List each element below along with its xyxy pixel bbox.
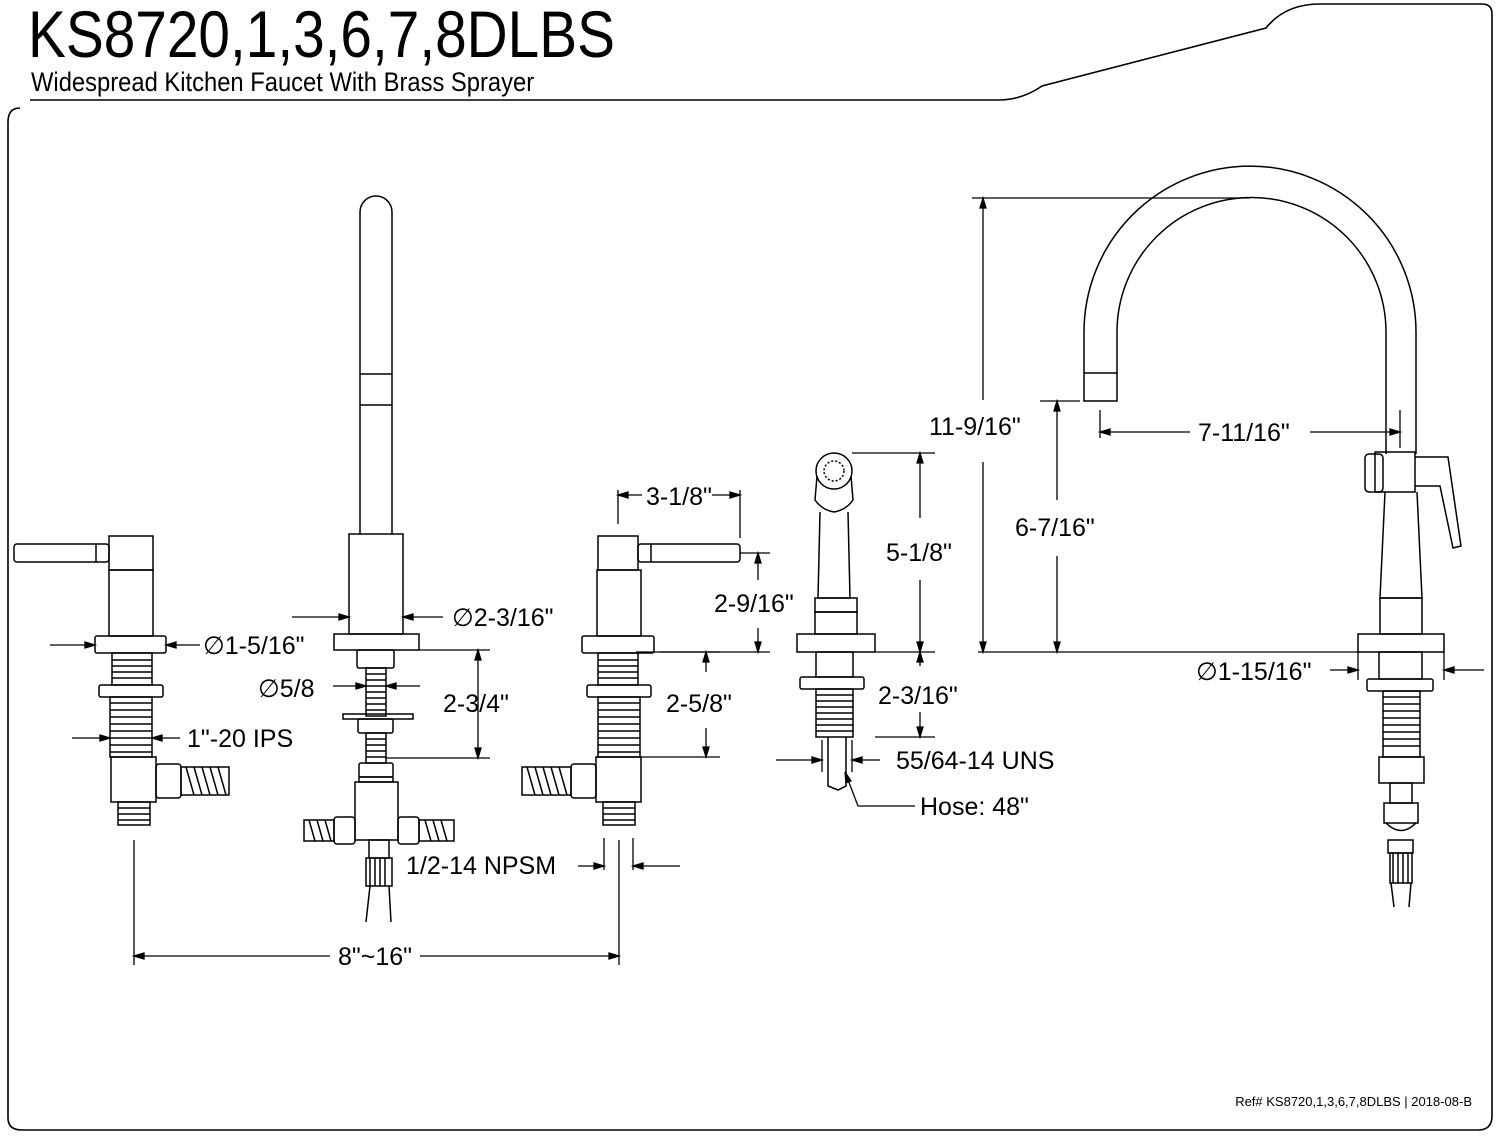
left-handle-valve (13, 535, 230, 826)
dim-sprayer-shank-length: 2-3/16" (878, 682, 958, 710)
dim-handle-flange-dia: ∅1-5/16" (203, 632, 305, 660)
faucet-side-view (1083, 165, 1462, 908)
dim-hose-length: Hose: 48" (920, 793, 1029, 821)
dim-handle-thread: 1"-20 IPS (187, 725, 293, 753)
dim-spout-shank-dia: ∅5/8 (258, 675, 315, 703)
dim-spout-clearance: 6-7/16" (1015, 514, 1095, 542)
right-handle-valve (521, 535, 741, 826)
side-sprayer (796, 452, 876, 791)
dim-spout-height: 11-9/16" (929, 413, 1021, 441)
spout-assembly (303, 195, 455, 923)
dim-spout-shank-length: 2-3/4" (443, 690, 509, 718)
dim-spout-body-dia: ∅2-3/16" (452, 604, 554, 632)
dim-spout-reach: 7-11/16" (1198, 419, 1290, 447)
dim-handle-shank-length: 2-5/8" (666, 690, 732, 718)
dim-handle-height: 2-9/16" (714, 590, 794, 618)
dimension-lines (50, 195, 1484, 965)
product-description: Widespread Kitchen Faucet With Brass Spr… (31, 67, 535, 97)
dim-handle-projection: 3-1/8" (646, 483, 712, 511)
reference-footer: Ref# KS8720,1,3,6,7,8DLBS | 2018-08-B (1235, 1094, 1472, 1109)
dim-supply-connection: 1/2-14 NPSM (406, 852, 556, 880)
drawing-frame (7, 3, 1493, 1131)
dim-spread: 8"~16" (338, 943, 412, 971)
dim-sprayer-height: 5-1/8" (886, 539, 952, 567)
dim-sprayer-thread: 55/64-14 UNS (896, 747, 1054, 775)
model-number-title: KS8720,1,3,6,7,8DLBS (28, 0, 615, 71)
dim-side-flange-dia: ∅1-15/16" (1196, 658, 1311, 686)
